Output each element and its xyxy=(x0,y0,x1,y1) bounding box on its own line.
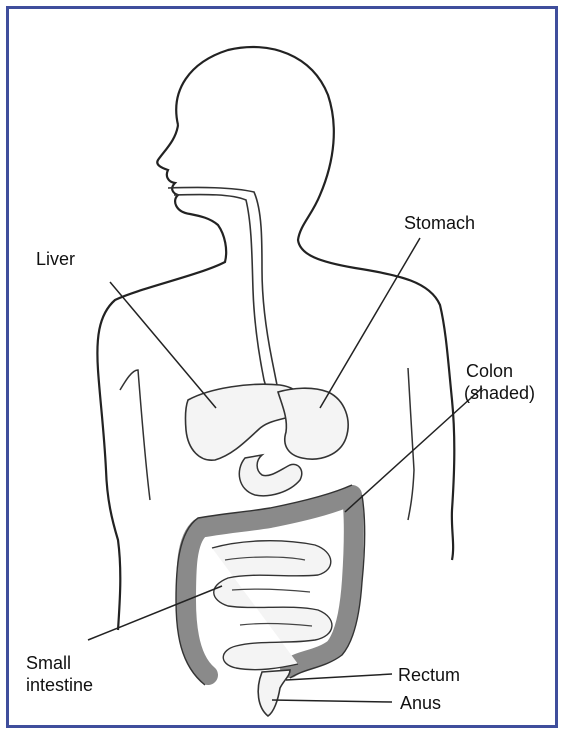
colon-leader xyxy=(345,388,482,512)
colon-label-line1: Colon xyxy=(466,360,513,382)
small-intestine-label-line2: intestine xyxy=(26,674,93,696)
small-intestine-leader xyxy=(88,586,222,640)
esophagus-back xyxy=(174,195,270,400)
stomach-label: Stomach xyxy=(404,212,475,234)
left-arm-inner xyxy=(120,370,150,500)
liver-leader xyxy=(110,282,216,408)
liver-label: Liver xyxy=(36,248,75,270)
rectum-label: Rectum xyxy=(398,664,460,686)
duodenum xyxy=(239,455,301,496)
stomach-organ xyxy=(278,388,348,459)
anus-leader xyxy=(272,700,392,702)
esophagus xyxy=(168,187,278,390)
right-arm-inner xyxy=(408,368,414,520)
anus-label: Anus xyxy=(400,692,441,714)
rectum-leader xyxy=(286,674,392,680)
face-profile xyxy=(97,125,226,630)
colon-label-line2: (shaded) xyxy=(464,382,535,404)
rectum-organ xyxy=(258,670,290,716)
small-intestine-label-line1: Small xyxy=(26,652,71,674)
